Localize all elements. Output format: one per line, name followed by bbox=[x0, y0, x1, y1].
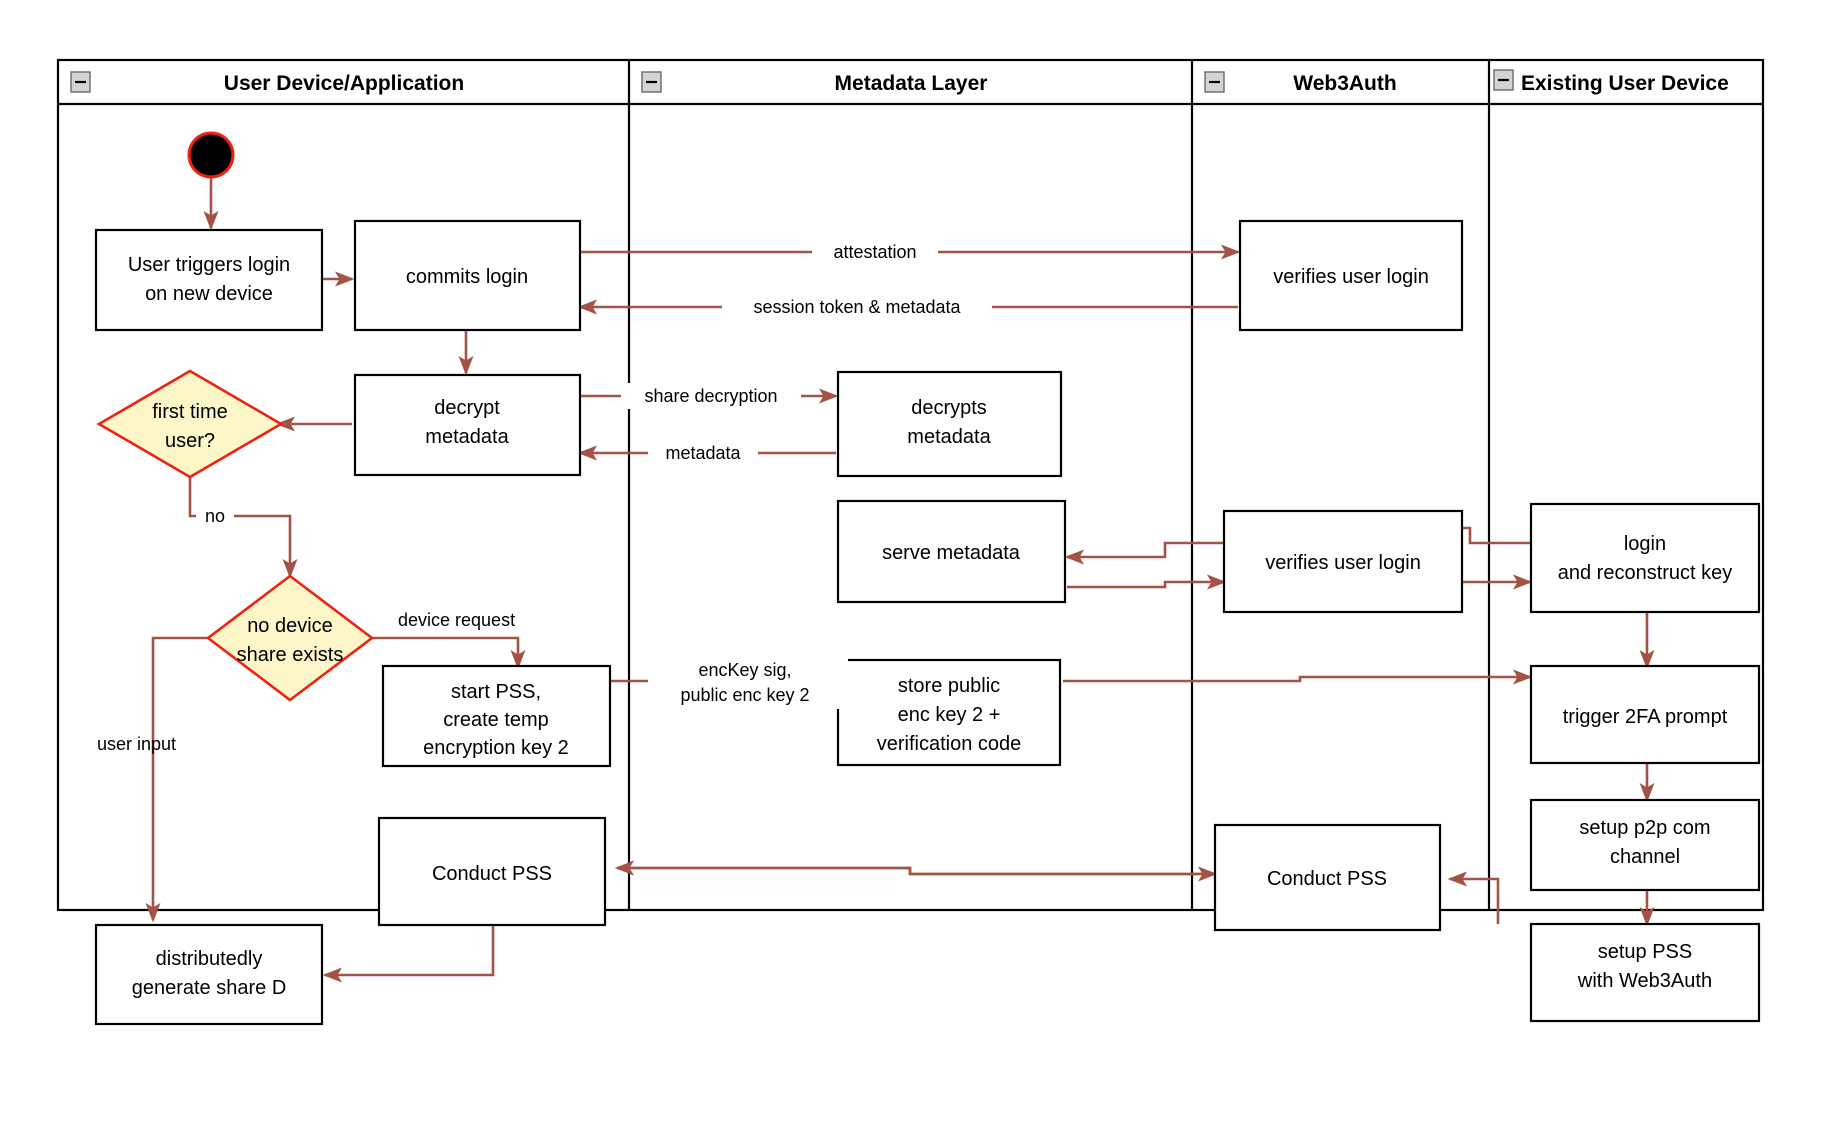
edge-setup-pss-to-conduct-pss-web3auth bbox=[1447, 871, 1500, 924]
node-decrypt-metadata[interactable]: decrypt metadata bbox=[353, 373, 582, 477]
node-label-line: verification code bbox=[877, 733, 1022, 755]
node-label-line: metadata bbox=[907, 426, 991, 448]
edge-label-enckey-sig: encKey sig, bbox=[698, 660, 791, 680]
node-serve-metadata[interactable]: serve metadata bbox=[836, 499, 1067, 604]
node-no-device-share-exists[interactable]: no device share exists bbox=[205, 574, 375, 702]
lane-title-web3auth: Web3Auth bbox=[1293, 72, 1396, 95]
node-label-line: Conduct PSS bbox=[1267, 868, 1387, 890]
node-start-pss[interactable]: start PSS, create temp encryption key 2 bbox=[381, 664, 612, 768]
node-label-line: trigger 2FA prompt bbox=[1563, 706, 1728, 728]
node-label-line: metadata bbox=[425, 426, 509, 448]
node-label-line: first time bbox=[152, 401, 228, 423]
swimlane-frame bbox=[56, 58, 1765, 912]
lane-title-existing-device: Existing User Device bbox=[1521, 72, 1729, 95]
lane-title-user-device: User Device/Application bbox=[224, 72, 464, 95]
node-label-line: with Web3Auth bbox=[1577, 970, 1712, 992]
node-distributedly-generate-share[interactable]: distributedly generate share D bbox=[94, 923, 324, 1026]
lane-header-metadata[interactable]: Metadata Layer bbox=[641, 71, 988, 95]
node-label-line: decrypt bbox=[434, 397, 500, 419]
node-label-line: decrypts bbox=[911, 397, 987, 419]
edge-labels-layer: attestation session token & metadata sha… bbox=[97, 239, 992, 754]
node-login-and-reconstruct-key[interactable]: login and reconstruct key bbox=[1529, 502, 1761, 614]
edge-no-device-share-user-input bbox=[145, 636, 210, 923]
node-label-line: verifies user login bbox=[1273, 266, 1429, 288]
lane-header-web3auth[interactable]: Web3Auth bbox=[1204, 71, 1397, 95]
node-label-line: setup PSS bbox=[1598, 941, 1693, 963]
node-label-line: start PSS, bbox=[451, 681, 541, 703]
node-label-line: channel bbox=[1610, 846, 1680, 868]
node-label-line: setup p2p com bbox=[1579, 817, 1710, 839]
node-label-line: verifies user login bbox=[1265, 552, 1421, 574]
edge-serve-metadata-to-verifies-2 bbox=[1067, 574, 1227, 590]
node-first-time-user[interactable]: first time user? bbox=[96, 369, 284, 479]
edge-store-public-to-trigger-2fa bbox=[1063, 669, 1533, 685]
node-label-line: generate share D bbox=[132, 977, 287, 999]
lane-title-metadata: Metadata Layer bbox=[835, 72, 988, 95]
edges-layer bbox=[145, 176, 1655, 983]
node-commits-login[interactable]: commits login bbox=[353, 219, 582, 332]
node-label-line: User triggers login bbox=[128, 254, 290, 276]
edge-label-attestation: attestation bbox=[833, 242, 916, 262]
node-conduct-pss-user[interactable]: Conduct PSS bbox=[377, 816, 607, 927]
node-start[interactable] bbox=[187, 131, 235, 179]
node-verifies-user-login-2[interactable]: verifies user login bbox=[1222, 509, 1464, 614]
node-user-triggers-login[interactable]: User triggers login on new device bbox=[94, 228, 324, 332]
edge-verifies-2-to-serve-metadata bbox=[1064, 541, 1224, 565]
node-setup-pss-with-web3auth[interactable]: setup PSS with Web3Auth bbox=[1529, 922, 1761, 1023]
edge-label-no: no bbox=[205, 506, 225, 526]
node-conduct-pss-web3auth[interactable]: Conduct PSS bbox=[1213, 823, 1442, 932]
node-label-line: commits login bbox=[406, 266, 528, 288]
collapse-minus-icon[interactable] bbox=[641, 71, 662, 93]
edge-first-time-no-to-no-device-share bbox=[188, 477, 298, 579]
node-label-line: user? bbox=[165, 430, 215, 452]
node-label-line: enc key 2 + bbox=[898, 704, 1001, 726]
edge-label-share-decryption: share decryption bbox=[644, 386, 777, 406]
node-label-line: encryption key 2 bbox=[423, 737, 569, 759]
node-label-line: no device bbox=[247, 615, 333, 637]
node-label-line: create temp bbox=[443, 709, 549, 731]
edge-label-session-token: session token & metadata bbox=[753, 297, 961, 317]
node-trigger-2fa-prompt[interactable]: trigger 2FA prompt bbox=[1529, 664, 1761, 765]
node-label-line: login bbox=[1624, 533, 1666, 555]
node-decrypts-metadata[interactable]: decrypts metadata bbox=[836, 370, 1063, 478]
node-label-line: Conduct PSS bbox=[432, 863, 552, 885]
collapse-minus-icon[interactable] bbox=[1493, 69, 1514, 91]
edge-label-public-enc-key-2: public enc key 2 bbox=[680, 685, 809, 705]
node-label-line: on new device bbox=[145, 283, 273, 305]
node-label-line: serve metadata bbox=[882, 542, 1021, 564]
node-label-line: share exists bbox=[237, 644, 344, 666]
lane-header-user-device[interactable]: User Device/Application bbox=[70, 71, 464, 95]
edge-no-device-share-to-start-pss bbox=[370, 636, 526, 670]
node-label-line: and reconstruct key bbox=[1558, 562, 1733, 584]
node-store-public-enc-key[interactable]: store public enc key 2 + verification co… bbox=[836, 658, 1062, 767]
node-verifies-user-login-1[interactable]: verifies user login bbox=[1238, 219, 1464, 332]
edge-label-user-input: user input bbox=[97, 734, 176, 754]
collapse-minus-icon[interactable] bbox=[70, 71, 91, 93]
node-label-line: distributedly bbox=[156, 948, 263, 970]
edge-conduct-pss-to-generate-share bbox=[322, 925, 495, 983]
node-label-line: store public bbox=[898, 675, 1000, 697]
node-setup-p2p-com-channel[interactable]: setup p2p com channel bbox=[1529, 798, 1761, 892]
lane-header-existing-device[interactable]: Existing User Device bbox=[1493, 69, 1729, 95]
edge-label-metadata: metadata bbox=[665, 443, 741, 463]
edge-conduct-pss-user-to-web3auth bbox=[617, 866, 1218, 882]
collapse-minus-icon[interactable] bbox=[1204, 71, 1225, 93]
edge-label-device-request: device request bbox=[398, 610, 515, 630]
